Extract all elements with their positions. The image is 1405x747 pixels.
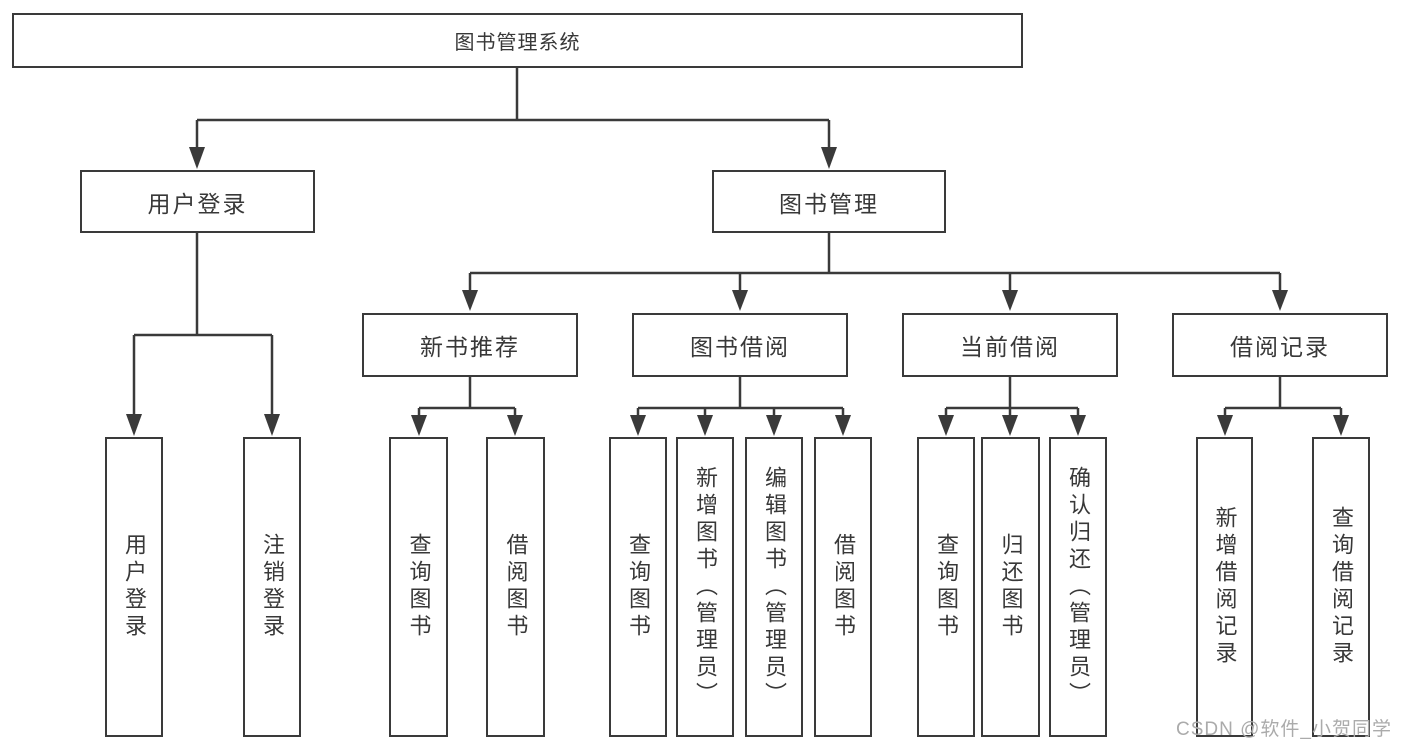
node-leaf-user-login: 用户登录 [105,437,163,737]
node-leaf-add-borrow-record: 新增借阅记录 [1196,437,1253,737]
arrowhead-icon [126,414,142,436]
node-borrow-records: 借阅记录 [1172,313,1388,377]
node-leaf-return-books: 归还图书 [981,437,1040,737]
node-leaf-query-books-2: 查询图书 [609,437,667,737]
node-user-login: 用户登录 [80,170,315,233]
arrowhead-icon [1217,415,1233,436]
node-leaf-add-books-admin: 新增图书（管理员） [676,437,734,737]
arrowhead-icon [835,415,851,436]
edge-bookborrow-to-leaves [636,377,845,417]
node-label: 图书借阅 [690,334,790,360]
arrowhead-icon [264,414,280,436]
watermark: CSDN @软件_小贺同学 [1176,719,1392,740]
arrowhead-icon [732,290,748,311]
node-leaf-edit-books-admin: 编辑图书（管理员） [745,437,803,737]
arrowhead-icon [411,415,427,436]
arrowhead-icon [1333,415,1349,436]
node-label: 查询图书 [406,533,432,641]
node-label: 借阅图书 [831,533,856,641]
node-root-system: 图书管理系统 [12,13,1023,68]
node-new-book-recommend: 新书推荐 [362,313,578,377]
arrowhead-icon [507,415,523,436]
edge-root-to-level2 [195,68,831,150]
node-label: 当前借阅 [960,334,1060,360]
node-label: 查询借阅记录 [1329,506,1354,668]
arrowhead-icon [1272,290,1288,311]
edge-userlogin-to-leaves [132,233,274,416]
arrowhead-icon [1002,290,1018,311]
node-label: 用户登录 [122,533,147,641]
node-book-management: 图书管理 [712,170,946,233]
node-label: 借阅记录 [1230,334,1330,360]
arrowhead-icon [1002,415,1018,436]
arrowhead-icon [189,147,205,169]
arrowhead-icon [938,415,954,436]
arrowhead-icon [697,415,713,436]
node-label: 确认归还（管理员） [1066,465,1091,709]
node-leaf-borrow-books-2: 借阅图书 [814,437,872,737]
node-label: 新增图书（管理员） [693,465,718,709]
node-leaf-borrow-books-1: 借阅图书 [486,437,545,737]
node-leaf-logout: 注销登录 [243,437,301,737]
arrowhead-icon [766,415,782,436]
node-leaf-confirm-return-admin: 确认归还（管理员） [1049,437,1107,737]
node-label: 查询图书 [626,533,651,641]
edge-records-to-leaves [1223,377,1343,417]
node-leaf-query-books-1: 查询图书 [389,437,448,737]
node-leaf-query-books-3: 查询图书 [917,437,975,737]
edge-bookmgmt-to-level3 [468,233,1282,293]
node-leaf-query-borrow-record: 查询借阅记录 [1312,437,1370,737]
node-label: 新书推荐 [420,334,520,360]
node-current-borrow: 当前借阅 [902,313,1118,377]
arrowhead-icon [1070,415,1086,436]
edge-newbooks-to-leaves [417,377,517,417]
node-label: 归还图书 [998,533,1024,641]
arrowhead-icon [462,290,478,311]
node-label: 注销登录 [260,533,285,641]
node-label: 图书管理 [779,190,879,217]
node-label: 编辑图书（管理员） [762,465,787,709]
node-label: 查询图书 [934,533,959,641]
node-label: 用户登录 [147,190,248,217]
node-label: 新增借阅记录 [1212,506,1238,668]
node-label: 借阅图书 [503,533,529,641]
edge-currentborrow-to-leaves [944,377,1080,417]
node-label: 图书管理系统 [454,32,581,54]
node-book-borrow: 图书借阅 [632,313,848,377]
arrowhead-icon [821,147,837,169]
arrowhead-icon [630,415,646,436]
